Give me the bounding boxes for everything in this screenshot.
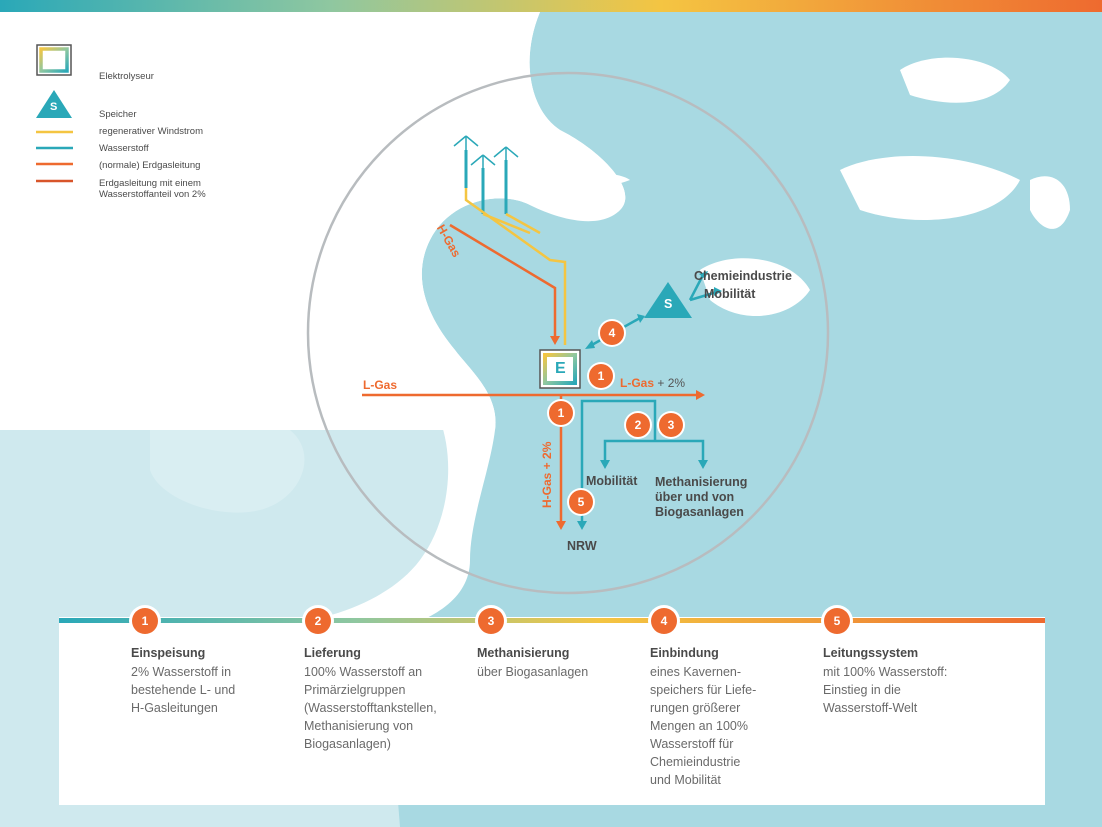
step-title: Einbindung xyxy=(650,646,719,660)
island-5 xyxy=(840,156,1020,220)
island-4 xyxy=(700,258,810,317)
legend-wind-label: regenerativer Windstrom xyxy=(99,126,204,137)
island-3 xyxy=(900,57,1010,103)
step-title: Lieferung xyxy=(304,646,361,660)
hydrogen-lines xyxy=(580,274,718,525)
step-desc: eines Kavernen-speichers für Liefe-runge… xyxy=(650,665,757,787)
chemie-label: Chemieindustrie xyxy=(694,269,792,283)
wind-lines xyxy=(464,188,567,345)
storage-letter: S xyxy=(664,297,673,311)
step-number: 2 xyxy=(305,608,331,634)
legend-mixed-label-2: Wasserstoffanteil von 2% xyxy=(99,189,206,200)
legend-gas-label: (normale) Erdgasleitung xyxy=(99,160,201,171)
legend-storage-label: Speicher xyxy=(99,109,137,120)
inland-tint-2 xyxy=(150,407,305,513)
focus-circle xyxy=(306,71,830,595)
legend-electrolyser-label: Elektrolyseur xyxy=(99,71,154,82)
step-5: 5 Leitungssystem mit 100% Wasserstoff:Ei… xyxy=(823,608,993,717)
l-gas-label: L-Gas xyxy=(363,378,398,392)
step-title: Einspeisung xyxy=(131,646,206,660)
step-desc: über Biogasanlagen xyxy=(477,665,589,679)
legend-mixed-label-1: Erdgasleitung mit einem xyxy=(99,178,201,189)
methan-label-3: Biogasanlagen xyxy=(655,505,744,519)
step-number: 3 xyxy=(478,608,504,634)
step-3: 3 Methanisierung über Biogasanlagen xyxy=(477,608,647,681)
h-gas-line xyxy=(449,223,557,340)
legend-storage-letter: S xyxy=(50,101,58,113)
mobilitaet-top-label: Mobilität xyxy=(704,287,756,301)
electrolyser-letter: E xyxy=(555,360,566,377)
island-6 xyxy=(1030,176,1070,229)
step-title: Methanisierung xyxy=(477,646,570,660)
legend-hydrogen-label: Wasserstoff xyxy=(99,143,149,154)
storage-triangle xyxy=(644,282,692,318)
step-number: 5 xyxy=(824,608,850,634)
legend-storage-triangle xyxy=(36,90,72,118)
step-4: 4 Einbindung eines Kavernen-speichers fü… xyxy=(650,608,820,789)
marker-4: 4 xyxy=(600,321,624,345)
marker-1-bottom: 1 xyxy=(549,401,573,425)
steps-panel xyxy=(59,617,1045,805)
wind-turbines xyxy=(453,135,519,214)
step-number: 4 xyxy=(651,608,677,634)
timeline-line xyxy=(59,618,1045,623)
l-gas-plus-label: L-Gas + 2% xyxy=(620,376,686,390)
marker-2: 2 xyxy=(626,413,650,437)
step-title: Leitungssystem xyxy=(823,646,919,660)
marker-3: 3 xyxy=(659,413,683,437)
bay-area xyxy=(467,209,667,340)
step-number: 1 xyxy=(132,608,158,634)
nrw-label: NRW xyxy=(567,539,597,553)
coast-west xyxy=(0,12,626,430)
methan-label-2: über und von xyxy=(655,490,735,504)
methan-label-1: Methanisierung xyxy=(655,475,748,489)
marker-5: 5 xyxy=(569,490,593,514)
mobilitaet-label: Mobilität xyxy=(586,474,638,488)
top-gradient-bar xyxy=(0,0,1102,12)
h-gas-2-label: H-Gas + 2% xyxy=(540,441,554,508)
marker-1-top: 1 xyxy=(589,364,613,388)
